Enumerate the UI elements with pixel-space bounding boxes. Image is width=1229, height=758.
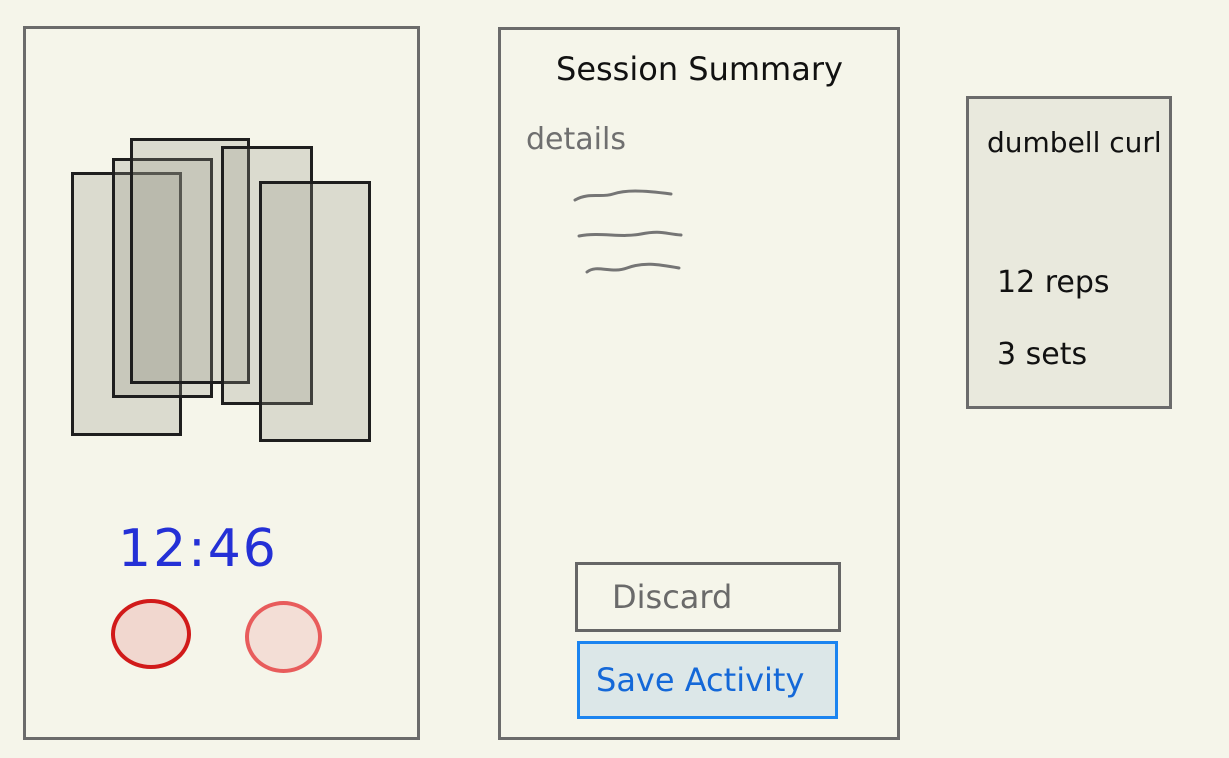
sets-count: 3 sets	[997, 337, 1088, 372]
visual-rect-5	[259, 181, 371, 442]
reps-count: 12 reps	[997, 265, 1110, 300]
workout-timer: 12:46	[118, 519, 278, 579]
workout-screen-frame: 12:46	[23, 26, 420, 740]
details-placeholder-lines	[573, 189, 683, 274]
stop-button[interactable]	[111, 599, 191, 669]
page-title: Session Summary	[556, 50, 843, 88]
discard-button[interactable]: Discard	[575, 562, 841, 632]
save-activity-button[interactable]: Save Activity	[577, 641, 838, 719]
session-summary-frame: Session Summary details Discard Save Act…	[498, 27, 900, 740]
details-label: details	[526, 122, 626, 157]
visual-rect-1	[71, 172, 182, 436]
exercise-card: dumbell curl 12 reps 3 sets	[966, 96, 1172, 409]
visual-rect-3	[130, 138, 250, 384]
visual-rect-2	[112, 158, 213, 398]
exercise-name: dumbell curl	[987, 126, 1162, 159]
pause-button[interactable]	[245, 601, 322, 673]
visual-rect-4	[221, 146, 313, 405]
